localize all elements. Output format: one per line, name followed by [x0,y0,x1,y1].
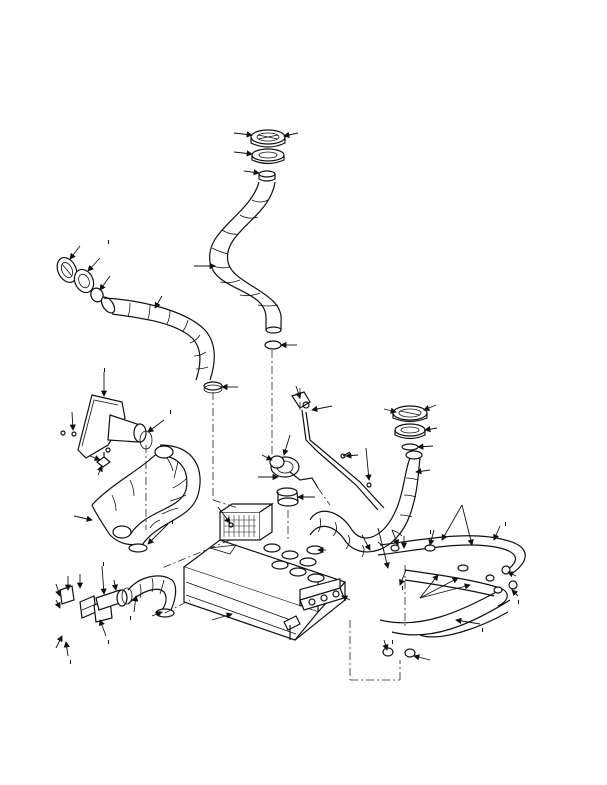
control-panel-assembly [59,585,133,623]
right-vent-assembly [392,405,428,451]
alignment-centerlines [145,350,406,681]
callout-leaders [54,131,519,661]
top-flexible-duct [209,181,282,350]
left-upper-duct [100,296,223,394]
heater-unit [182,502,347,641]
heater-valve-fittings [283,587,345,640]
right-center-duct [306,450,423,558]
left-plenum-adapter [71,394,153,459]
top-vent-assembly [250,129,286,182]
callout-index-marks [70,240,519,664]
left-lower-duct [91,444,201,553]
left-vent-assembly [56,257,104,303]
coolant-hose-assembly [377,535,526,658]
center-blower-assembly [269,455,319,507]
upper-center-bracket [291,391,385,511]
